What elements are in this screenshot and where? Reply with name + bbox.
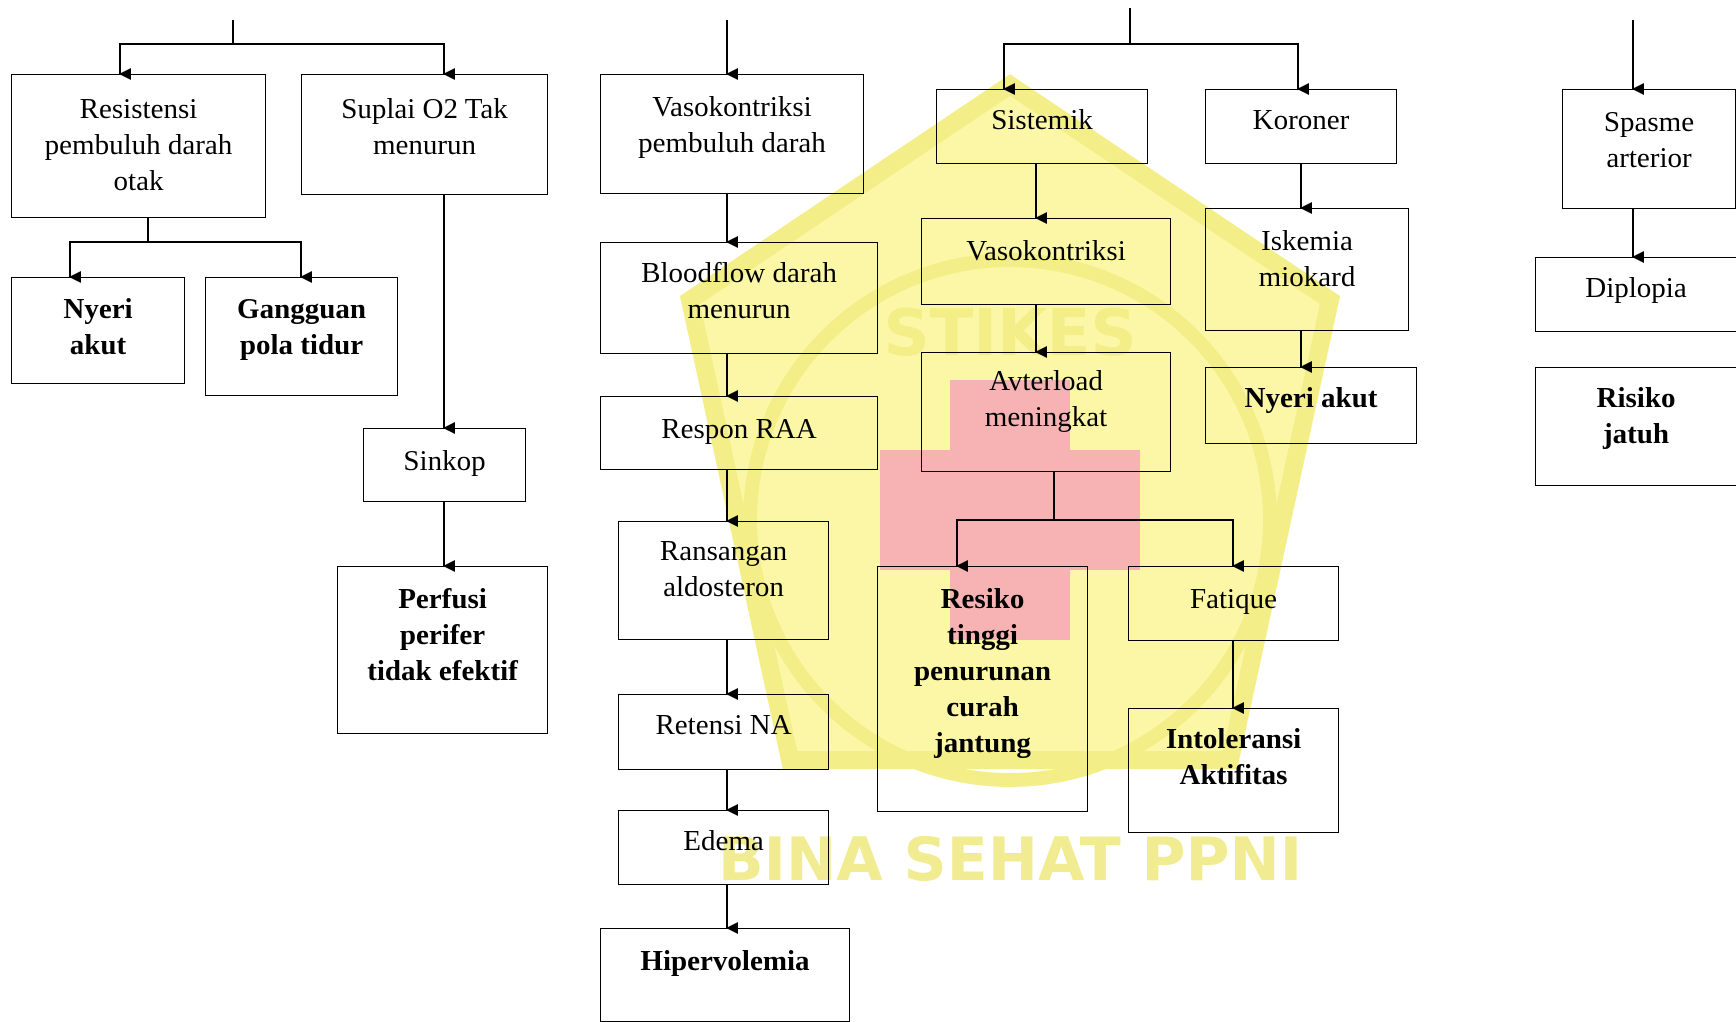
node-koroner: Koroner bbox=[1205, 89, 1397, 164]
connector bbox=[119, 20, 234, 80]
watermark-text-mid: STIKES bbox=[884, 297, 1137, 371]
watermark-ring bbox=[743, 253, 1277, 787]
node-resistensi-pembuluh-darah-otak: Resistensi pembuluh darah otak bbox=[11, 74, 266, 218]
node-sinkop: Sinkop bbox=[363, 428, 526, 502]
node-respon-raa: Respon RAA bbox=[600, 396, 878, 470]
connector bbox=[956, 472, 1055, 572]
node-diplopia: Diplopia bbox=[1535, 257, 1736, 332]
node-nyeri-akut-2: Nyeri akut bbox=[1205, 367, 1417, 444]
node-suplai-o2: Suplai O2 Tak menurun bbox=[301, 74, 548, 195]
node-retensi-na: Retensi NA bbox=[618, 694, 829, 770]
node-vasokontriksi: Vasokontriksi bbox=[921, 218, 1171, 305]
node-nyeri-akut-1: Nyeri akut bbox=[11, 277, 185, 384]
node-vasokontriksi-pembuluh-darah: Vasokontriksi pembuluh darah bbox=[600, 74, 864, 194]
node-perfusi-perifer: Perfusi perifer tidak efektif bbox=[337, 566, 548, 734]
node-hipervolemia: Hipervolemia bbox=[600, 928, 850, 1022]
node-spasme-arterior: Spasme arterior bbox=[1562, 89, 1736, 209]
connector bbox=[1130, 43, 1309, 95]
connector bbox=[233, 43, 455, 80]
node-iskemia-miokard: Iskemia miokard bbox=[1205, 208, 1409, 331]
node-sistemik: Sistemik bbox=[936, 89, 1148, 164]
connector bbox=[148, 241, 312, 283]
connector bbox=[1003, 8, 1131, 95]
node-edema: Edema bbox=[618, 810, 829, 885]
node-fatique: Fatique bbox=[1128, 566, 1339, 641]
node-afterload-meningkat: Avterload meningkat bbox=[921, 352, 1171, 472]
watermark-cross-h bbox=[880, 450, 1140, 570]
connector bbox=[1054, 519, 1244, 572]
watermark-text-bottom: BINA SEHAT PPNI bbox=[718, 825, 1302, 895]
node-ransangan-aldosteron: Ransangan aldosteron bbox=[618, 521, 829, 640]
node-risiko-jatuh: Risiko jatuh bbox=[1535, 367, 1736, 486]
connector bbox=[69, 218, 149, 283]
node-intoleransi-aktifitas: Intoleransi Aktifitas bbox=[1128, 708, 1339, 833]
node-resiko-penurunan-curah-jantung: Resiko tinggi penurunan curah jantung bbox=[877, 566, 1088, 812]
node-bloodflow: Bloodflow darah menurun bbox=[600, 242, 878, 354]
node-gangguan-pola-tidur: Gangguan pola tidur bbox=[205, 277, 398, 396]
